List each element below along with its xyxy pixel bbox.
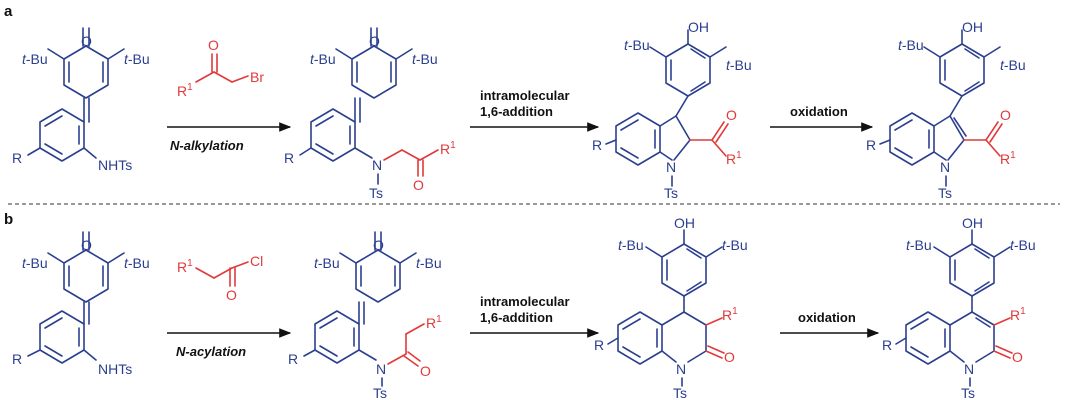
- svg-text:R: R: [284, 150, 294, 166]
- row-b-step2-label-1: intramolecular: [480, 294, 570, 309]
- svg-text:R1: R1: [426, 314, 442, 331]
- svg-text:NHTs: NHTs: [98, 157, 132, 173]
- svg-text:Ts: Ts: [369, 185, 383, 201]
- svg-text:R: R: [12, 150, 22, 166]
- svg-text:t-Bu: t-Bu: [618, 237, 644, 253]
- svg-text:R: R: [866, 137, 876, 153]
- row-b-dihydroquinolinone: OH t-Bu t-Bu N Ts O R1 R: [594, 215, 748, 400]
- row-a-indoline: OH t-Bu t-Bu N Ts O R1 R: [592, 19, 752, 201]
- svg-text:t-Bu: t-Bu: [124, 255, 150, 271]
- svg-text:O: O: [420, 363, 431, 379]
- svg-text:N: N: [940, 159, 950, 175]
- row-a-intermediate: O t-Bu t-Bu N Ts O R1 R: [284, 27, 456, 201]
- svg-text:N: N: [964, 361, 974, 377]
- svg-text:O: O: [724, 349, 735, 365]
- svg-text:Ts: Ts: [673, 385, 687, 400]
- svg-text:O: O: [1012, 349, 1023, 365]
- panel-label-b: b: [4, 211, 13, 228]
- svg-text:O: O: [1000, 107, 1011, 123]
- svg-text:R1: R1: [177, 82, 193, 99]
- svg-text:R: R: [592, 137, 602, 153]
- panel-label-a: a: [4, 3, 13, 20]
- svg-text:O: O: [81, 237, 92, 253]
- svg-text:t-Bu: t-Bu: [22, 51, 48, 67]
- svg-text:R1: R1: [440, 140, 456, 157]
- svg-text:R: R: [882, 337, 892, 353]
- row-b-starting-material: O t-Bu t-Bu NHTs R: [12, 231, 150, 377]
- row-a-step3-label: oxidation: [790, 104, 848, 119]
- svg-text:t-Bu: t-Bu: [416, 255, 442, 271]
- svg-text:Ts: Ts: [373, 385, 387, 400]
- svg-text:R1: R1: [726, 150, 742, 167]
- svg-text:N: N: [372, 157, 382, 173]
- svg-text:R: R: [594, 337, 604, 353]
- svg-text:R: R: [12, 351, 22, 367]
- row-a-step1-label: N-alkylation: [170, 138, 244, 153]
- svg-text:R1: R1: [1000, 150, 1016, 167]
- svg-text:R1: R1: [177, 258, 193, 275]
- row-a-step2-label-2: 1,6-addition: [480, 104, 553, 119]
- svg-text:R1: R1: [722, 306, 738, 323]
- svg-text:Ts: Ts: [961, 385, 975, 400]
- svg-text:t-Bu: t-Bu: [624, 37, 650, 53]
- row-b-step3-label: oxidation: [798, 310, 856, 325]
- row-a-indole: OH t-Bu t-Bu N Ts O R1 R: [866, 19, 1026, 201]
- svg-text:OH: OH: [674, 215, 695, 231]
- svg-text:OH: OH: [688, 19, 709, 35]
- svg-text:O: O: [726, 107, 737, 123]
- svg-text:N: N: [666, 159, 676, 175]
- svg-text:Ts: Ts: [664, 185, 678, 201]
- svg-text:R1: R1: [1010, 306, 1026, 323]
- row-b-step1-label: N-acylation: [176, 344, 246, 359]
- row-b-quinolinone: OH t-Bu t-Bu N Ts O R1 R: [882, 215, 1036, 400]
- svg-text:O: O: [208, 37, 219, 53]
- svg-text:OH: OH: [962, 215, 983, 231]
- row-a-reagent-bromoketone: O R1 Br: [177, 37, 264, 99]
- svg-text:t-Bu: t-Bu: [412, 51, 438, 67]
- row-b-reagent-acyl-chloride: O R1 Cl: [177, 253, 263, 303]
- svg-text:Ts: Ts: [938, 185, 952, 201]
- svg-text:t-Bu: t-Bu: [1000, 57, 1026, 73]
- svg-text:N: N: [376, 361, 386, 377]
- row-b-step2-label-2: 1,6-addition: [480, 310, 553, 325]
- svg-text:t-Bu: t-Bu: [310, 51, 336, 67]
- svg-text:R: R: [288, 351, 298, 367]
- svg-text:t-Bu: t-Bu: [22, 255, 48, 271]
- svg-text:t-Bu: t-Bu: [124, 51, 150, 67]
- svg-text:t-Bu: t-Bu: [722, 237, 748, 253]
- row-a-starting-material: O t-Bu t-Bu NHTs R: [12, 27, 150, 173]
- svg-text:O: O: [369, 33, 380, 49]
- svg-text:OH: OH: [962, 19, 983, 35]
- svg-text:N: N: [676, 361, 686, 377]
- svg-text:O: O: [226, 287, 237, 303]
- svg-text:Cl: Cl: [250, 253, 263, 269]
- svg-text:t-Bu: t-Bu: [314, 255, 340, 271]
- svg-text:t-Bu: t-Bu: [906, 237, 932, 253]
- svg-text:Br: Br: [250, 69, 264, 85]
- svg-text:O: O: [413, 177, 424, 193]
- svg-text:t-Bu: t-Bu: [898, 37, 924, 53]
- svg-text:NHTs: NHTs: [98, 361, 132, 377]
- svg-text:t-Bu: t-Bu: [1010, 237, 1036, 253]
- row-b-intermediate: O t-Bu t-Bu N Ts O R1 R: [288, 231, 442, 400]
- svg-text:t-Bu: t-Bu: [726, 57, 752, 73]
- row-a-step2-label-1: intramolecular: [480, 88, 570, 103]
- svg-text:O: O: [373, 237, 384, 253]
- svg-text:O: O: [81, 33, 92, 49]
